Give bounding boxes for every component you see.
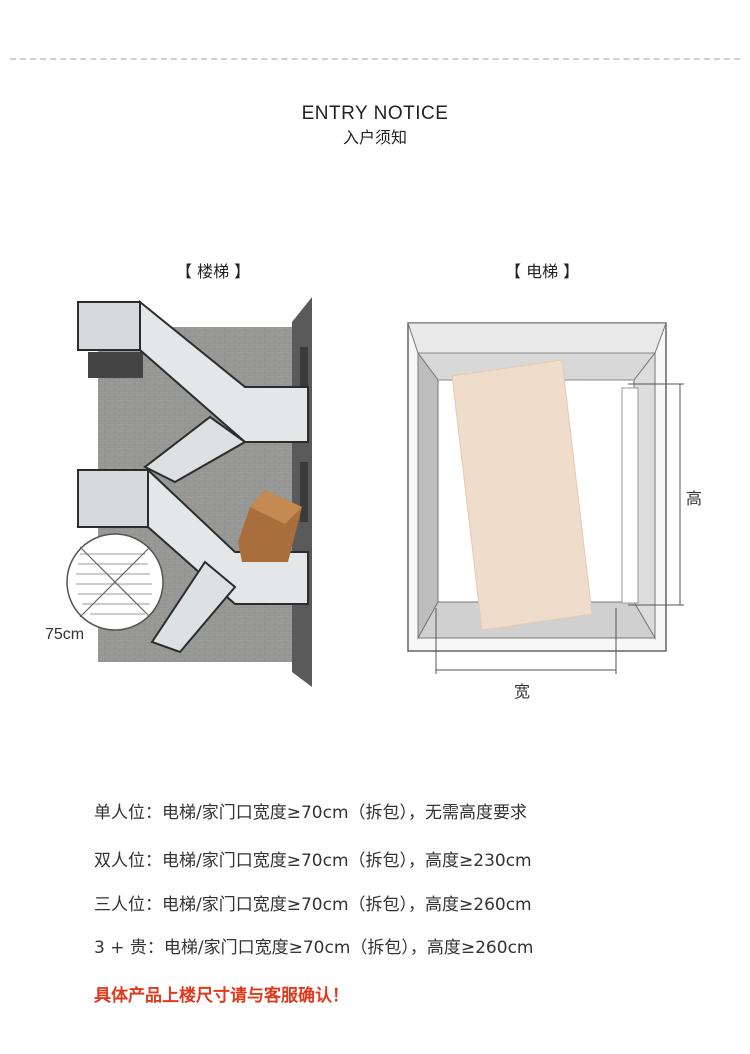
bottom-flight	[150, 560, 237, 654]
requirement-three-seat: 三人位：电梯/家门口宽度≥70cm（拆包），高度≥260cm	[94, 895, 532, 915]
elevator-caption: 【 电梯 】	[505, 262, 580, 281]
stairs-width-label: 75cm	[45, 626, 85, 643]
requirement-two-seat: 双人位：电梯/家门口宽度≥70cm（拆包），高度≥230cm	[94, 851, 532, 871]
requirement-3-plus-chaise: 3 + 贵：电梯/家门口宽度≥70cm（拆包），高度≥260cm	[94, 938, 534, 958]
title-chinese: 入户须知	[342, 128, 407, 147]
lower-flight	[147, 467, 309, 605]
top-dashed-divider	[10, 58, 740, 60]
title-english: ENTRY NOTICE	[301, 103, 449, 124]
elevator-width-label: 宽	[514, 684, 531, 701]
requirement-single-seat: 单人位：电梯/家门口宽度≥70cm（拆包），无需高度要求	[94, 803, 528, 823]
middle-landing	[77, 469, 149, 528]
upper-landing	[77, 301, 141, 351]
elevator-illustration	[407, 322, 684, 674]
middle-flight	[143, 415, 247, 484]
stairwell-illustration	[66, 297, 312, 687]
stairs-caption: 【 楼梯 】	[176, 262, 251, 281]
elevator-height-label: 高	[686, 491, 703, 508]
sofa-panel	[451, 359, 593, 631]
upper-flight	[139, 299, 309, 443]
contact-service-warning: 具体产品上楼尺寸请与客服确认！	[94, 986, 349, 1006]
